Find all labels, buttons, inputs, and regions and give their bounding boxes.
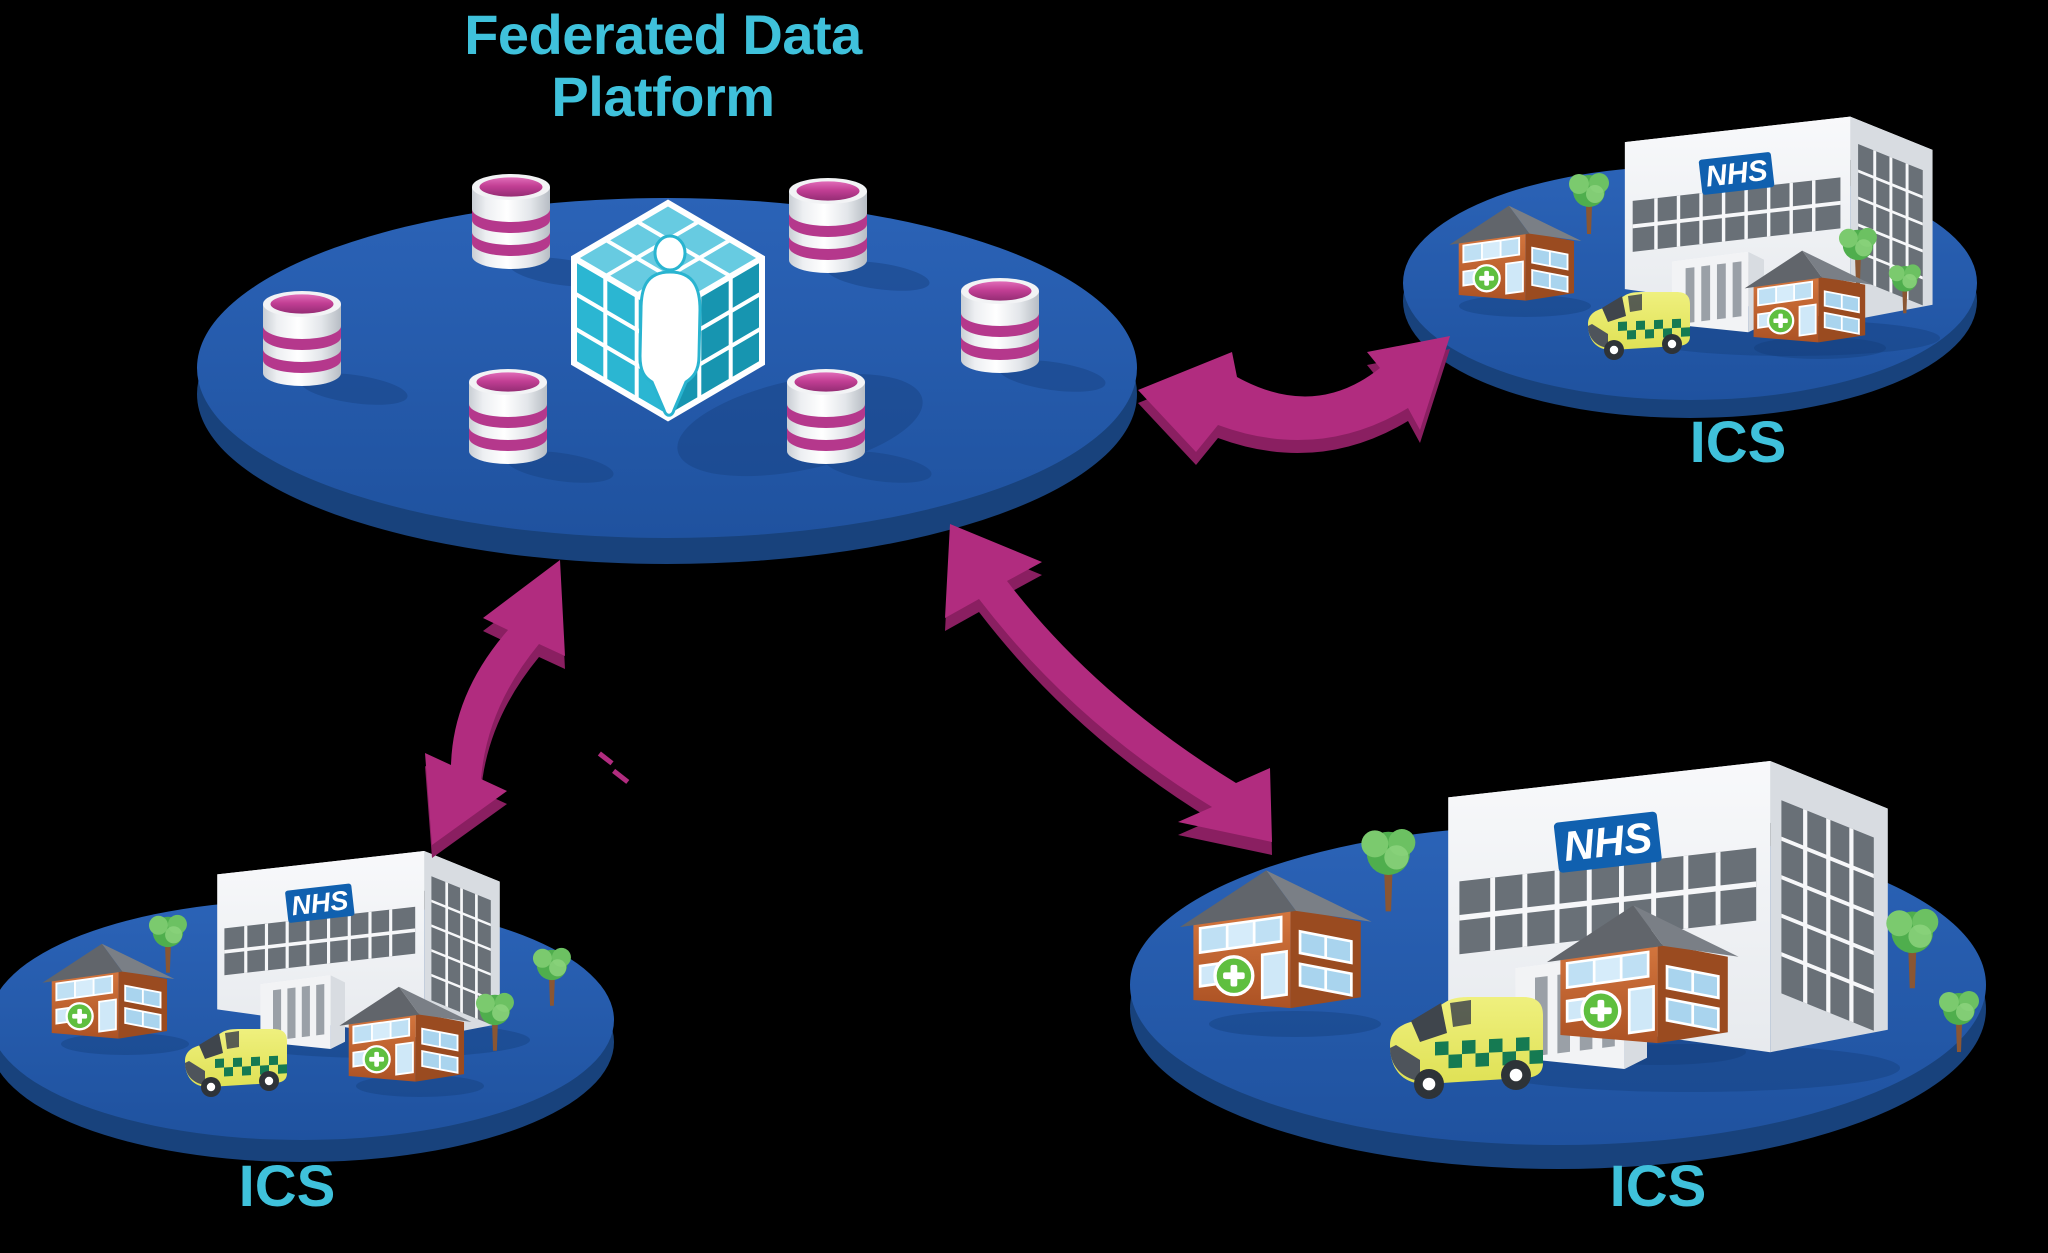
ics-island-bottom-left: ICS — [0, 851, 614, 1219]
ics-label-bottom-left: ICS — [239, 1154, 336, 1219]
database-icon-2 — [789, 178, 867, 273]
title-line-1: Federated Data — [464, 3, 863, 66]
ics-label-bottom-right: ICS — [1610, 1154, 1707, 1219]
sync-arrow-platform-bottomleft — [425, 560, 630, 858]
database-icon-5 — [469, 369, 547, 464]
ics-island-bottom-right: ICS — [1130, 761, 1986, 1219]
database-icon-3 — [263, 291, 341, 386]
data-cube-icon — [571, 199, 765, 422]
page-title: Federated Data Platform — [464, 3, 863, 128]
database-icon-4 — [961, 278, 1039, 373]
federated-platform — [197, 174, 1137, 564]
sync-arrow-platform-topright — [1138, 336, 1450, 465]
database-icon-1 — [472, 174, 550, 269]
ics-label-top-right: ICS — [1690, 410, 1787, 475]
sync-arrow-platform-bottomright — [945, 524, 1272, 855]
title-line-2: Platform — [551, 65, 774, 128]
database-icon-6 — [787, 369, 865, 464]
ics-island-top-right: ICS — [1403, 116, 1977, 475]
person-icon — [638, 234, 702, 417]
